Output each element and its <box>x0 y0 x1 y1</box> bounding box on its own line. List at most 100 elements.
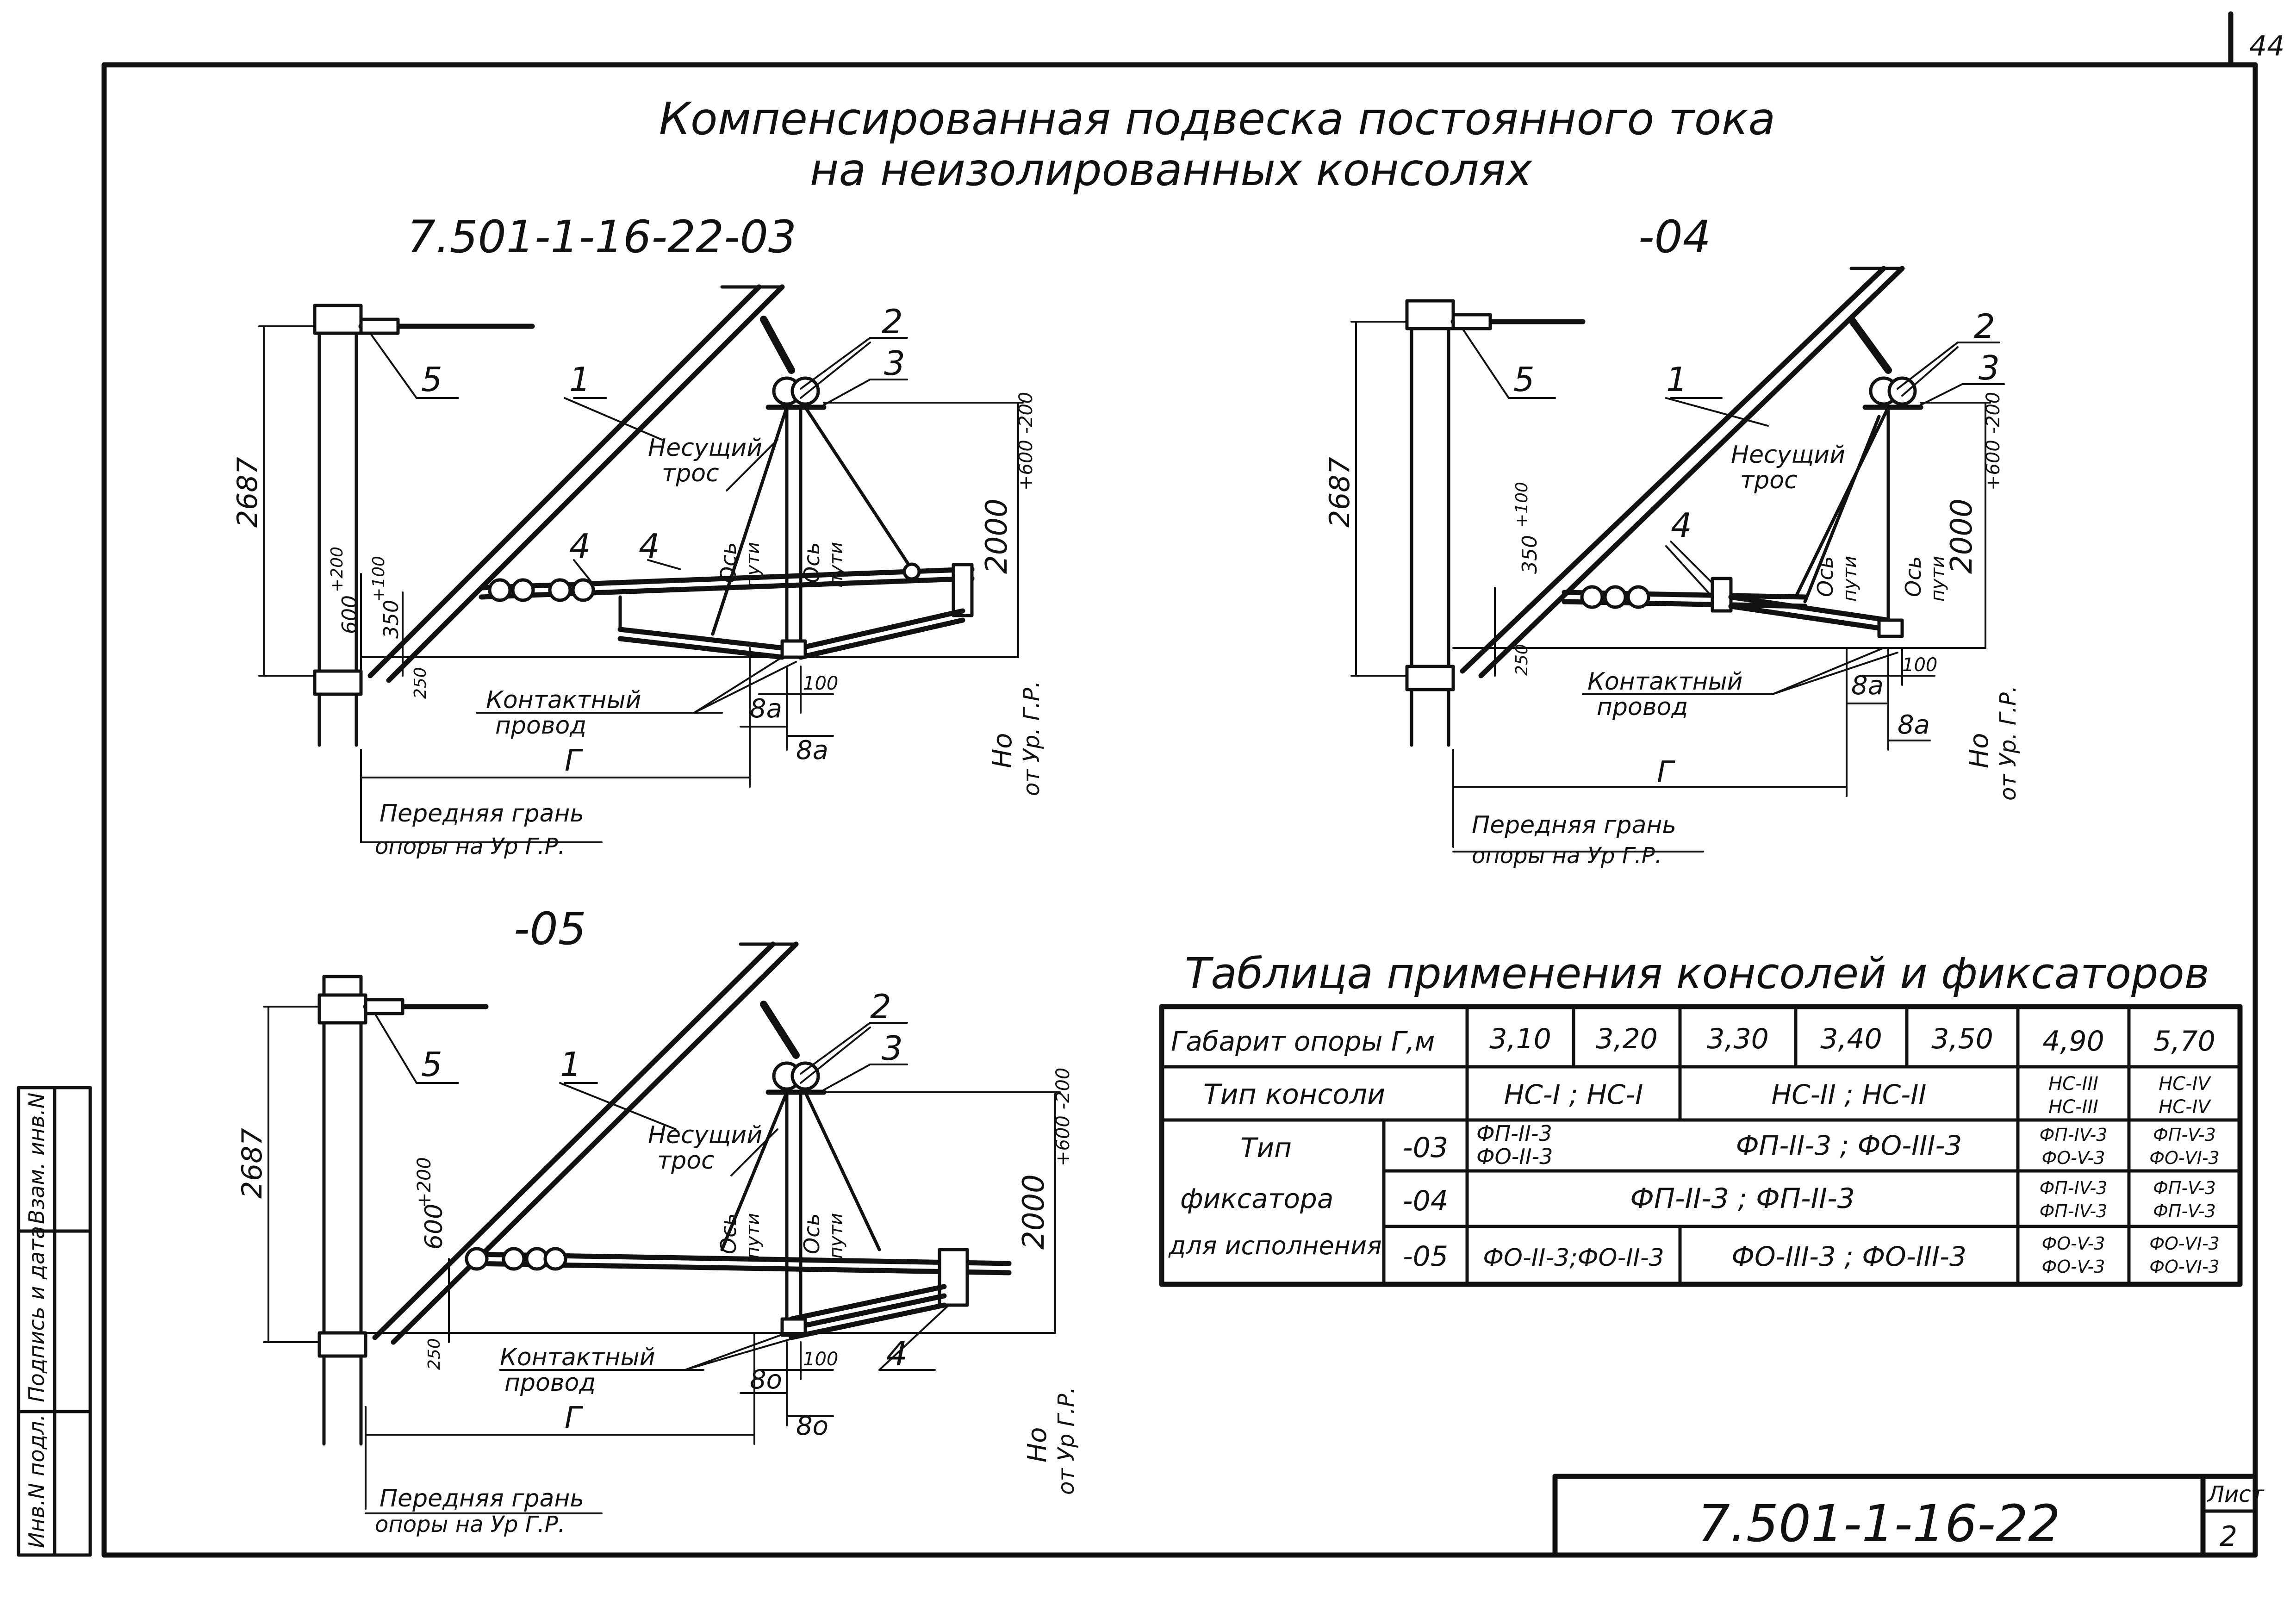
table-title: Таблица применения консолей и фиксаторов <box>1185 949 2209 998</box>
pole-04 <box>1405 299 1455 747</box>
label-front-1-04: Передняя грань <box>1472 811 1676 839</box>
insulator-03 <box>760 316 827 645</box>
label-contact-1-03: Контактный <box>486 686 641 714</box>
table-04-c2: ФП-IV-3 <box>2040 1201 2108 1221</box>
title-stamp: 7.501-1-16-22 Лист 2 <box>1552 1474 2265 1558</box>
drawing-04: -04 <box>1324 211 2021 869</box>
table-console-d2: НС-IV <box>2159 1096 2211 1118</box>
table-gabarit-3: 3,30 <box>1707 1023 1769 1055</box>
table-gabarit-1: 3,10 <box>1489 1023 1551 1055</box>
dim-100-05: 100 <box>803 1349 838 1370</box>
messenger-04 <box>1794 405 1890 599</box>
application-table: Таблица применения консолей и фиксаторов… <box>1159 949 2243 1287</box>
fixator-03 <box>617 627 785 651</box>
insulator-05 <box>760 1001 827 1325</box>
callout-4-04: 4 <box>1671 506 1692 545</box>
callout-1-05: 1 <box>560 1045 581 1084</box>
strut-03b <box>386 284 785 683</box>
dim-100-04: 100 <box>1902 654 1937 676</box>
dim-600-05: 600 <box>420 1204 448 1250</box>
dim-600-tol-05: +200 <box>414 1157 435 1208</box>
table-code-05: -05 <box>1403 1240 1448 1273</box>
table-05-d2: ФО-VI-3 <box>2149 1257 2219 1277</box>
label-ho-2-05: от Ур Г.Р. <box>1053 1387 1079 1495</box>
sidebar-podpis-data: Подпись и дата <box>24 1226 49 1402</box>
label-axis2-2-03: пути <box>826 542 847 588</box>
strut-03 <box>367 284 762 678</box>
callout-1-04: 1 <box>1666 360 1687 399</box>
callout-1-03: 1 <box>569 360 591 399</box>
dim-g-03: Г <box>565 744 583 778</box>
callout-2-03: 2 <box>882 302 903 341</box>
callout-5-05: 5 <box>421 1045 442 1084</box>
label-axis2-1-03: Ось <box>799 542 824 583</box>
fixator-05 <box>789 1284 947 1322</box>
stamp-doc-number: 7.501-1-16-22 <box>1698 1494 2060 1553</box>
pole-05 <box>317 975 367 1446</box>
table-gabarit-7: 5,70 <box>2153 1025 2215 1058</box>
label-axis1-1-05: Ось <box>716 1213 741 1254</box>
label-messenger-2-04: трос <box>1740 467 1798 494</box>
callout-4a-03: 4 <box>569 527 591 566</box>
label-axis1-1-03: Ось <box>716 542 741 583</box>
table-05-d1: ФО-VI-3 <box>2149 1233 2219 1254</box>
label-ho-2-04: от Ур. Г.Р. <box>1995 685 2021 801</box>
dim-250-03: 250 <box>411 667 430 699</box>
dim-ba1-04: 8а <box>1851 671 1884 701</box>
table-04-d1: ФП-V-3 <box>2153 1178 2216 1198</box>
table-03-c1: ФП-IV-3 <box>2040 1125 2108 1145</box>
label-axis2-1-05: Ось <box>799 1213 824 1254</box>
label-messenger-2-03: трос <box>662 460 719 487</box>
label-ho-1-03: Но <box>988 733 1018 768</box>
callout-4-05: 4 <box>886 1334 908 1373</box>
label-ho-1-04: Но <box>1964 733 1994 768</box>
dim-ba1-05: 8о <box>750 1365 782 1395</box>
label-contact-1-05: Контактный <box>500 1344 655 1371</box>
sidebar-inv-podl: Инв.N подл. <box>24 1414 49 1548</box>
dim-350-04: 350 <box>1518 535 1542 574</box>
table-gabarit-6: 4,90 <box>2042 1025 2104 1058</box>
table-console-d1: НС-IV <box>2159 1073 2211 1095</box>
table-code-04: -04 <box>1403 1185 1448 1217</box>
drawing-04-heading: -04 <box>1638 211 1711 263</box>
table-04-d2: ФП-V-3 <box>2153 1201 2216 1221</box>
label-axis2-1-04: Ось <box>1901 556 1926 597</box>
table-console-b: НС-II ; НС-II <box>1772 1079 1927 1110</box>
callout-3-05: 3 <box>882 1029 903 1068</box>
dim-2000-tol-03: +600 -200 <box>1015 392 1037 491</box>
table-03-b: ФП-II-3 ; ФО-III-3 <box>1736 1130 1962 1161</box>
dim-2687-03: 2687 <box>231 457 264 528</box>
insulator-04 <box>1848 316 1923 636</box>
label-messenger-2-05: трос <box>657 1147 715 1175</box>
title-line-2: на неизолированных консолях <box>810 144 1533 196</box>
dim-2000-04: 2000 <box>1945 498 1979 574</box>
label-ho-1-05: Но <box>1022 1427 1052 1462</box>
dim-250-04: 250 <box>1512 644 1531 676</box>
label-axis1-2-03: пути <box>742 542 764 588</box>
dim-g-05: Г <box>565 1401 583 1435</box>
dim-ba2-03: 8а <box>796 735 828 765</box>
dim-ba2-04: 8а <box>1898 710 1930 740</box>
callout-2-04: 2 <box>1974 307 1995 346</box>
label-contact-1-04: Контактный <box>1587 668 1742 696</box>
table-gabarit-4: 3,40 <box>1820 1023 1882 1055</box>
dim-350-03: 350 <box>380 600 403 639</box>
dim-600-tol-03: +200 <box>328 547 347 592</box>
stamp-sheet-number: 2 <box>2220 1520 2237 1553</box>
dim-2000-05: 2000 <box>1017 1174 1051 1250</box>
strut-05 <box>372 941 776 1340</box>
drawing-05-heading: -05 <box>514 903 586 955</box>
stamp-sheet-label: Лист <box>2207 1481 2265 1507</box>
dim-350-tol-04: +100 <box>1512 482 1531 528</box>
page-number: 44 <box>2249 30 2284 62</box>
table-04-c1: ФП-IV-3 <box>2040 1178 2108 1198</box>
dim-2687-04: 2687 <box>1324 457 1356 528</box>
table-gabarit-2: 3,20 <box>1596 1023 1658 1055</box>
sheet-frame: 44 <box>101 11 2284 1558</box>
dim-2000-03: 2000 <box>980 498 1014 574</box>
binding-sidebar: Инв.N подл. Подпись и дата Взам. инв.N <box>17 1086 92 1557</box>
label-messenger-1-05: Несущий <box>648 1121 762 1149</box>
table-05-b: ФО-III-3 ; ФО-III-3 <box>1731 1241 1966 1272</box>
label-front-2-03: опоры на Ур Г.Р. <box>375 834 565 859</box>
